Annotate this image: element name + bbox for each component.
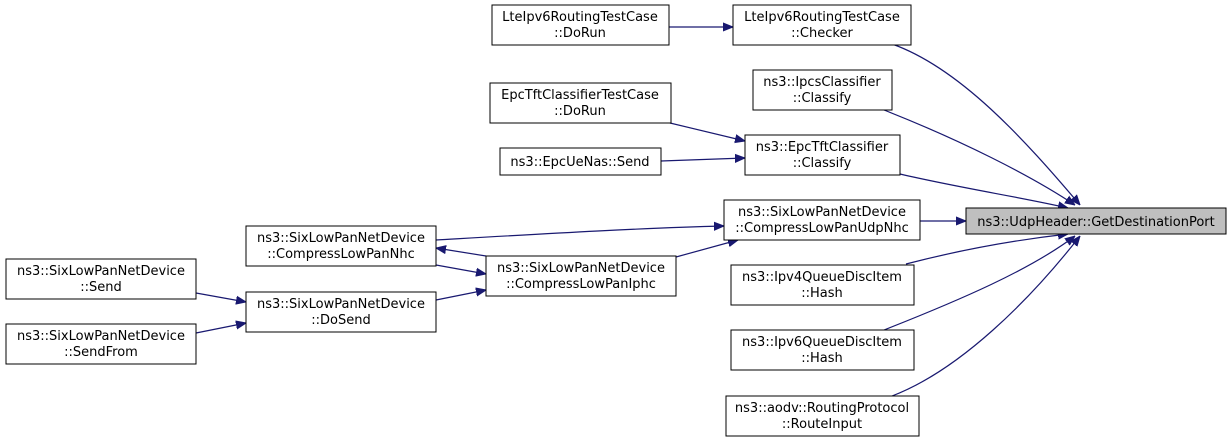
node-label-line-2: ::Hash	[801, 351, 843, 366]
node-label-line-1: ns3::IpcsClassifier	[763, 75, 881, 90]
node-compress-nhc[interactable]: ns3::SixLowPanNetDevice ::CompressLowPan…	[245, 225, 437, 267]
edges	[195, 27, 1080, 397]
node-label-line-2: ::Checker	[791, 26, 853, 41]
edge-send-to-dosend	[195, 292, 246, 302]
node-label-line-1: EpcTftClassifierTestCase	[501, 88, 659, 103]
node-get-destination-port[interactable]: ns3::UdpHeader::GetDestinationPort	[965, 207, 1227, 235]
edge-epcuenas-send-to-epctft-classify	[660, 158, 745, 161]
edge-compress-nhc-to-compress-udp-nhc	[435, 226, 724, 241]
node-dosend[interactable]: ns3::SixLowPanNetDevice ::DoSend	[245, 291, 437, 333]
node-label-line-1: ns3::SixLowPanNetDevice	[738, 205, 906, 220]
node-label-line-2: ::DoRun	[554, 26, 606, 41]
node-compress-iphc[interactable]: ns3::SixLowPanNetDevice ::CompressLowPan…	[485, 255, 677, 297]
node-label-line-1: ns3::SixLowPanNetDevice	[257, 231, 425, 246]
edge-ipcs-classify-to-get-destination-port	[883, 109, 1075, 205]
node-label-line-1: ns3::EpcTftClassifier	[756, 140, 889, 155]
node-label-line-1: ns3::aodv::RoutingProtocol	[735, 401, 909, 416]
node-label-line-1: ns3::SixLowPanNetDevice	[17, 264, 185, 279]
edge-compress-udp-nhc-to-compress-nhc	[436, 248, 487, 257]
node-label-line-2: ::CompressLowPanUdpNhc	[735, 221, 909, 236]
nodes: ns3::UdpHeader::GetDestinationPort LteIp…	[5, 4, 1227, 437]
node-label-line-1: ns3::Ipv6QueueDiscItem	[742, 335, 902, 350]
node-label-line-2: ::SendFrom	[64, 345, 138, 360]
node-label: ns3::EpcUeNas::Send	[510, 155, 649, 170]
node-label-line-1: ns3::SixLowPanNetDevice	[497, 261, 665, 276]
node-ipv4-hash[interactable]: ns3::Ipv4QueueDiscItem ::Hash	[730, 264, 915, 306]
node-sendfrom[interactable]: ns3::SixLowPanNetDevice ::SendFrom	[5, 323, 197, 365]
node-label-line-1: LteIpv6RoutingTestCase	[744, 10, 900, 25]
node-ipcs-classify[interactable]: ns3::IpcsClassifier ::Classify	[752, 69, 893, 111]
edge-ipv6-hash-to-get-destination-port	[883, 236, 1075, 331]
edge-dosend-to-compress-iphc	[435, 290, 486, 301]
node-label-line-2: ::CompressLowPanNhc	[267, 247, 414, 262]
node-label-line-2: ::RouteInput	[782, 417, 862, 432]
node-label-line-2: ::CompressLowPanIphc	[506, 277, 656, 292]
edge-sendfrom-to-dosend	[195, 323, 246, 334]
node-label-line-2: ::Send	[80, 280, 122, 295]
edge-epctft-test-dorun-to-epctft-classify	[669, 122, 745, 141]
node-epctft-test-dorun[interactable]: EpcTftClassifierTestCase ::DoRun	[489, 82, 672, 124]
edge-aodv-routeinput-to-get-destination-port	[891, 236, 1080, 397]
edge-lte-checker-to-get-destination-port	[891, 43, 1080, 205]
node-label-line-2: ::Classify	[793, 156, 852, 171]
node-aodv-routeinput[interactable]: ns3::aodv::RoutingProtocol ::RouteInput	[725, 395, 920, 437]
node-ipv6-hash[interactable]: ns3::Ipv6QueueDiscItem ::Hash	[730, 329, 915, 371]
node-label: ns3::UdpHeader::GetDestinationPort	[977, 215, 1214, 230]
node-label-line-1: ns3::Ipv4QueueDiscItem	[742, 270, 902, 285]
node-label-line-1: ns3::SixLowPanNetDevice	[257, 297, 425, 312]
node-lte-dorun[interactable]: LteIpv6RoutingTestCase ::DoRun	[491, 4, 670, 46]
node-label-line-2: ::DoRun	[554, 104, 606, 119]
node-send[interactable]: ns3::SixLowPanNetDevice ::Send	[5, 258, 197, 300]
edge-compress-iphc-to-compress-udp-nhc	[675, 240, 738, 258]
edge-compress-nhc-to-compress-iphc	[435, 264, 486, 274]
node-lte-checker[interactable]: LteIpv6RoutingTestCase ::Checker	[732, 4, 912, 46]
node-epctft-classify[interactable]: ns3::EpcTftClassifier ::Classify	[744, 134, 901, 176]
node-label-line-1: ns3::SixLowPanNetDevice	[17, 329, 185, 344]
edge-epctft-classify-to-get-destination-port	[899, 173, 1068, 208]
node-compress-udp-nhc[interactable]: ns3::SixLowPanNetDevice ::CompressLowPan…	[723, 199, 921, 241]
node-label-line-2: ::Hash	[801, 286, 843, 301]
node-epcuenas-send[interactable]: ns3::EpcUeNas::Send	[499, 147, 662, 176]
node-label-line-2: ::DoSend	[311, 313, 370, 328]
node-label-line-2: ::Classify	[793, 91, 852, 106]
node-label-line-1: LteIpv6RoutingTestCase	[502, 10, 658, 25]
edge-ipv4-hash-to-get-destination-port	[905, 234, 1068, 265]
